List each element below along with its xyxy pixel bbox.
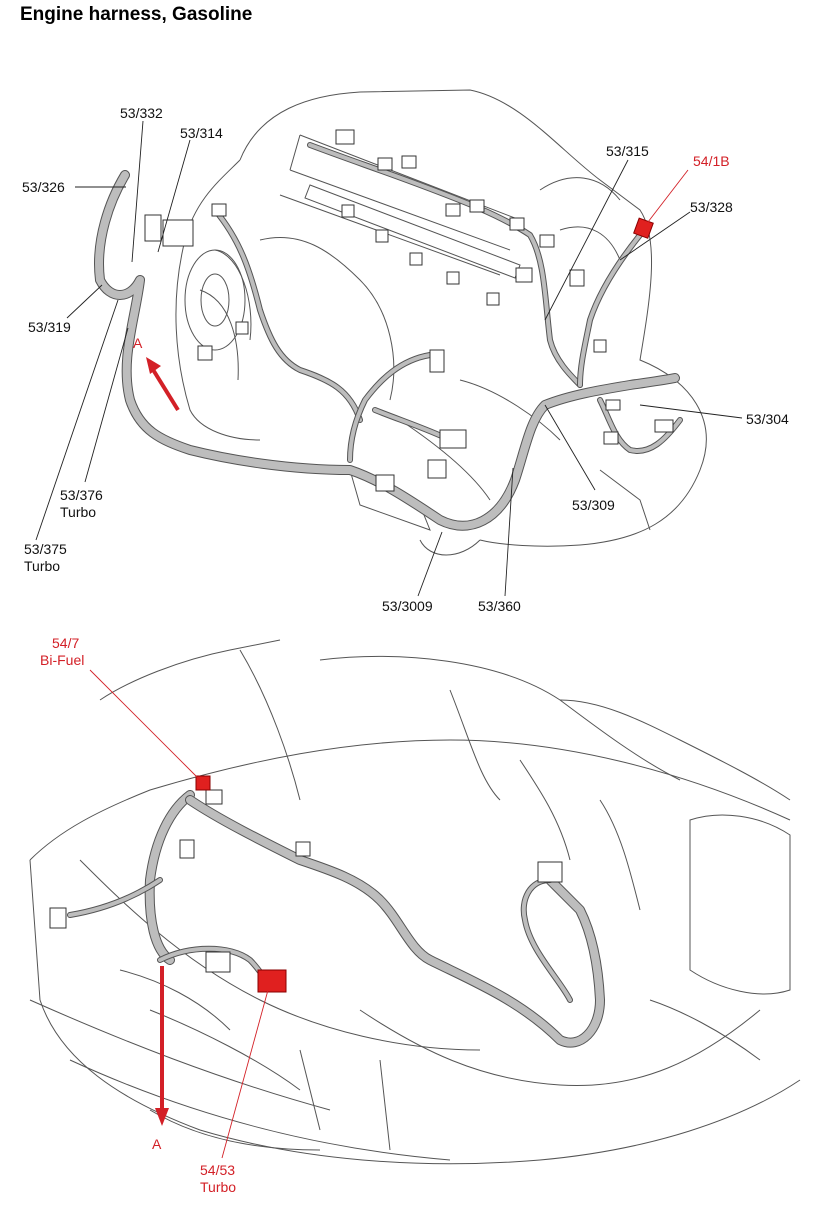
label-54-7-variant: Bi-Fuel <box>40 652 84 668</box>
car-harness <box>67 790 605 1048</box>
label-53-360: 53/360 <box>478 598 521 614</box>
page-title: Engine harness, Gasoline <box>20 4 253 25</box>
label-53-326: 53/326 <box>22 179 65 195</box>
label-53-3009: 53/3009 <box>382 598 433 614</box>
label-arrow-a-bottom: A <box>152 1136 162 1152</box>
label-53-376: 53/376 <box>60 487 103 503</box>
label-53-314: 53/314 <box>180 125 223 141</box>
label-54-1b: 54/1B <box>693 153 730 169</box>
label-53-309: 53/309 <box>572 497 615 513</box>
label-53-319: 53/319 <box>28 319 71 335</box>
bottom-labels: 54/7 Bi-Fuel 54/53 Turbo A <box>40 635 236 1195</box>
label-arrow-a-top: A <box>133 335 143 351</box>
bottom-leader-lines <box>89 669 269 1159</box>
label-54-53: 54/53 <box>200 1162 235 1178</box>
label-53-376-variant: Turbo <box>60 504 96 520</box>
top-leader-lines <box>35 120 743 597</box>
label-53-304: 53/304 <box>746 411 789 427</box>
label-54-53-variant: Turbo <box>200 1179 236 1195</box>
connector-54-53-highlight <box>257 969 287 993</box>
engine-connectors <box>144 129 674 492</box>
label-54-7: 54/7 <box>52 635 79 651</box>
label-53-375-variant: Turbo <box>24 558 60 574</box>
top-labels: 53/332 53/314 53/326 53/319 53/376 Turbo… <box>22 105 789 614</box>
label-53-328: 53/328 <box>690 199 733 215</box>
engine-illustration <box>175 89 707 556</box>
label-53-375: 53/375 <box>24 541 67 557</box>
arrow-a-bottom <box>155 966 169 1126</box>
label-53-332: 53/332 <box>120 105 163 121</box>
arrow-a-top <box>146 357 180 412</box>
car-connectors <box>49 789 563 973</box>
label-53-315: 53/315 <box>606 143 649 159</box>
connector-54-1b-highlight <box>633 217 654 239</box>
